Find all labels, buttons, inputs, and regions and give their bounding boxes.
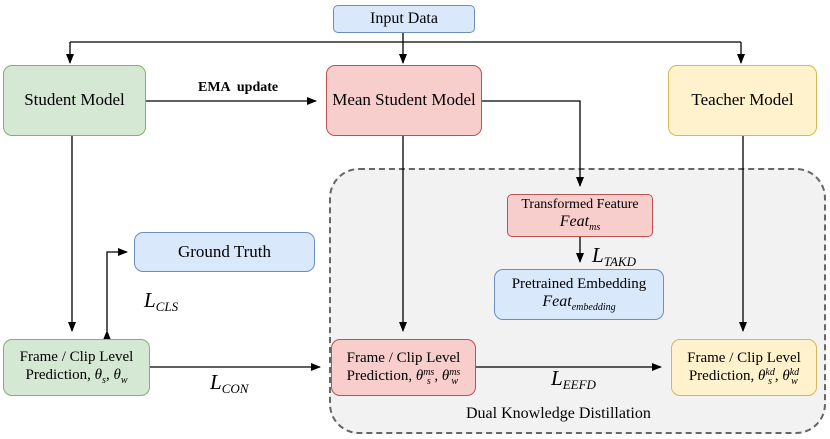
ema-update-label: EMA update	[198, 80, 279, 95]
ground-truth-node: Ground Truth	[134, 232, 315, 272]
edge-mean-student-to-transformed	[482, 100, 584, 187]
transformed-feature-node: Transformed Feature Featms	[507, 194, 653, 237]
l-con-label: LCON	[210, 370, 249, 396]
edge-cls	[103, 248, 128, 340]
student-model-node: Student Model	[3, 65, 146, 136]
edge-input-to-student	[70, 41, 741, 63]
l-cls-label: LCLS	[144, 288, 179, 314]
dual-kd-group-label: Dual Knowledge Distillation	[466, 405, 651, 422]
pretrained-embedding-node: Pretrained Embedding Featembedding	[494, 269, 664, 320]
teacher-model-node: Teacher Model	[668, 65, 817, 136]
l-takd-label: LTAKD	[592, 243, 636, 269]
input-data-node: Input Data	[333, 5, 475, 33]
student-prediction-node: Frame / Clip Level Prediction, θs, θw	[3, 339, 150, 396]
l-eefd-label: LEEFD	[551, 366, 596, 392]
mean-student-model-node: Mean Student Model	[326, 65, 482, 136]
